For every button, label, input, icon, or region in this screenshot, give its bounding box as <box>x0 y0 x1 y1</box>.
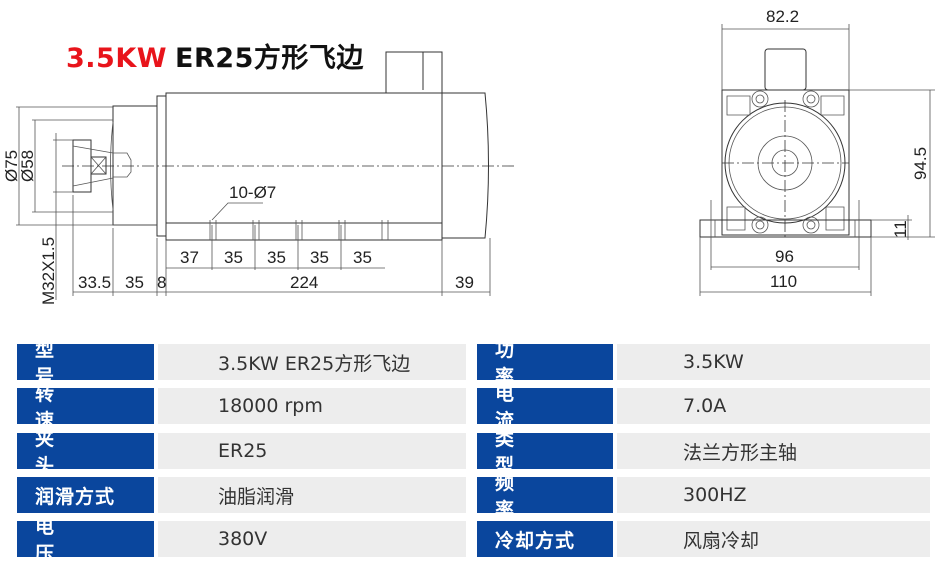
dim-hole-2: 35 <box>224 248 243 267</box>
spec-label-text: 转速 <box>35 383 121 432</box>
spec-row: 转速 18000 rpm <box>17 383 466 432</box>
side-view: 10-Ø7 Ø75 Ø58 M32X1.5 37 35 35 35 35 33.… <box>2 51 515 305</box>
spec-value: 风扇冷却 <box>617 521 930 557</box>
title-model: ER25方形飞边 <box>175 43 364 74</box>
spec-label: 频率 <box>477 472 613 521</box>
connector-top <box>764 48 807 91</box>
spec-value: 380V <box>158 521 466 557</box>
front-nose <box>112 105 158 226</box>
spec-value: 300HZ <box>617 477 930 513</box>
dim-len-5: 39 <box>455 273 474 292</box>
mounting-base <box>699 219 872 238</box>
spec-label: 类型 <box>477 428 613 477</box>
motor-body <box>165 92 443 241</box>
spec-label: 转速 <box>17 383 154 432</box>
spec-label-text: 功率 <box>495 339 581 388</box>
spec-label-text: 型号 <box>35 339 121 388</box>
spec-row: 夹头 ER25 <box>17 428 466 477</box>
dim-len-4: 224 <box>290 273 318 292</box>
spec-label: 电压 <box>17 516 154 565</box>
dim-hole-pitch: 96 <box>775 247 794 266</box>
spec-label: 型号 <box>17 339 154 388</box>
spec-label-text: 电压 <box>35 516 121 565</box>
dim-dia-inner: Ø58 <box>18 150 37 182</box>
spec-value: 法兰方形主轴 <box>617 433 930 469</box>
rear-cap <box>442 92 489 239</box>
spec-label: 润滑方式 <box>17 477 154 513</box>
spec-label: 电流 <box>477 383 613 432</box>
spec-label-text: 频率 <box>495 472 581 521</box>
spec-value: 7.0A <box>617 388 930 424</box>
holes-label: 10-Ø7 <box>229 183 276 202</box>
dim-hole-1: 37 <box>180 248 199 267</box>
spec-row: 功率 3.5KW <box>477 339 930 388</box>
dim-base-thickness: 11 <box>891 220 910 238</box>
spec-label-text: 润滑方式 <box>35 485 116 508</box>
spec-label-text: 类型 <box>495 428 581 477</box>
spec-row: 频率 300HZ <box>477 472 930 521</box>
dim-dia-outer: Ø75 <box>2 150 21 182</box>
spec-value: 油脂润滑 <box>158 477 466 513</box>
spec-row: 冷却方式 风扇冷却 <box>477 521 930 557</box>
dim-hole-3: 35 <box>267 248 286 267</box>
end-view: 82.2 94.5 11 96 110 <box>699 7 935 296</box>
spec-label: 夹头 <box>17 428 154 477</box>
spec-label-text: 夹头 <box>35 428 121 477</box>
dim-height: 94.5 <box>911 147 930 180</box>
dim-len-2: 35 <box>125 273 144 292</box>
dim-len-3: 8 <box>157 273 166 292</box>
dim-hole-4: 35 <box>310 248 329 267</box>
square-housing <box>721 89 850 236</box>
spec-value: 18000 rpm <box>158 388 466 424</box>
spec-row: 类型 法兰方形主轴 <box>477 428 930 477</box>
spec-label: 冷却方式 <box>477 521 613 557</box>
spec-label-text: 电流 <box>495 383 581 432</box>
dim-len-1: 33.5 <box>78 273 111 292</box>
spec-row: 润滑方式 油脂润滑 <box>17 477 466 513</box>
mounting-holes <box>209 220 389 240</box>
dim-hole-5: 35 <box>353 248 372 267</box>
spec-row: 电流 7.0A <box>477 383 930 432</box>
spec-row: 型号 3.5KW ER25方形飞边 <box>17 339 466 388</box>
spec-value: 3.5KW ER25方形飞边 <box>158 344 466 380</box>
spec-value: ER25 <box>158 433 466 469</box>
technical-drawing: 10-Ø7 Ø75 Ø58 M32X1.5 37 35 35 35 35 33.… <box>2 7 935 305</box>
spec-label-text: 冷却方式 <box>495 529 576 552</box>
connector-box <box>385 51 443 94</box>
spec-label: 功率 <box>477 339 613 388</box>
spec-row: 电压 380V <box>17 516 466 565</box>
spec-value: 3.5KW <box>617 344 930 380</box>
dim-base-width: 110 <box>770 272 797 291</box>
corner-bolts <box>751 90 820 234</box>
dim-width-top: 82.2 <box>766 7 799 26</box>
dim-thread: M32X1.5 <box>39 237 58 305</box>
title-power: 3.5KW <box>66 43 168 74</box>
